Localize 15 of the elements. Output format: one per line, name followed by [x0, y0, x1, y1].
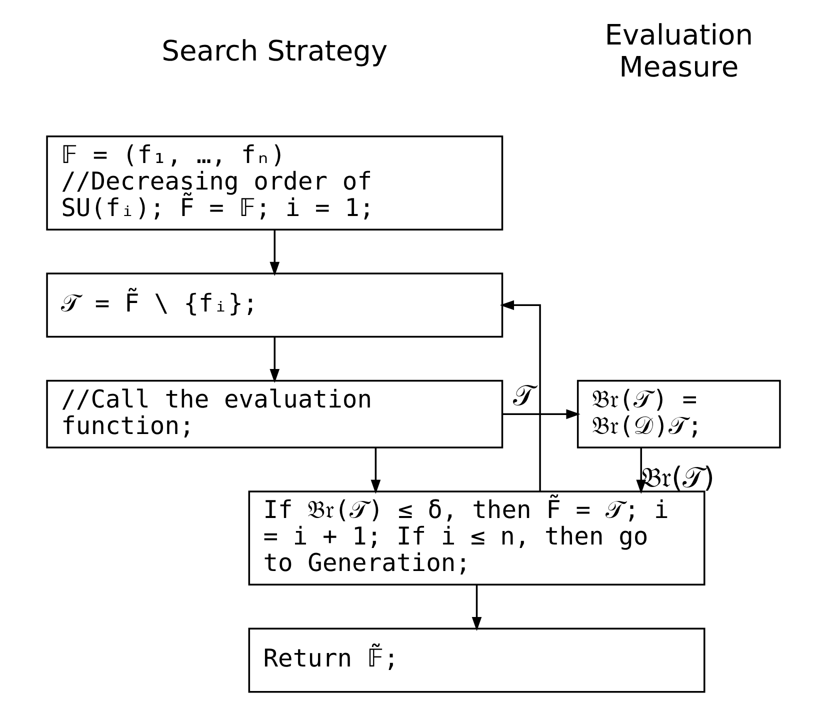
arrow — [269, 337, 280, 384]
node-box: 𝔅𝔯(𝒯) = 𝔅𝔯(𝒟)𝒯; — [576, 380, 780, 448]
arrow — [502, 409, 580, 420]
node-box: //Call the evaluation function; — [46, 380, 503, 448]
arrow — [269, 230, 280, 276]
arrow — [636, 448, 646, 494]
arrow — [471, 584, 482, 632]
node-box: Return 𝔽̃; — [248, 628, 705, 693]
arrow — [499, 300, 540, 491]
label: Search Strategy — [161, 34, 388, 68]
label: Evaluation Measure — [604, 18, 753, 84]
node-box: If 𝔅𝔯(𝒯) ≤ δ, then F̃ = 𝒯; i = i + 1; If i ≤ n, then go to Generation; — [248, 490, 705, 586]
node-box: 𝒯 = F̃ \ {fᵢ}; — [46, 272, 503, 338]
node-box: 𝔽 = (f₁, …, fₙ) //Decreasing order of SU(fᵢ); F̃ = 𝔽; i = 1; — [46, 136, 503, 230]
arrow — [370, 448, 380, 494]
